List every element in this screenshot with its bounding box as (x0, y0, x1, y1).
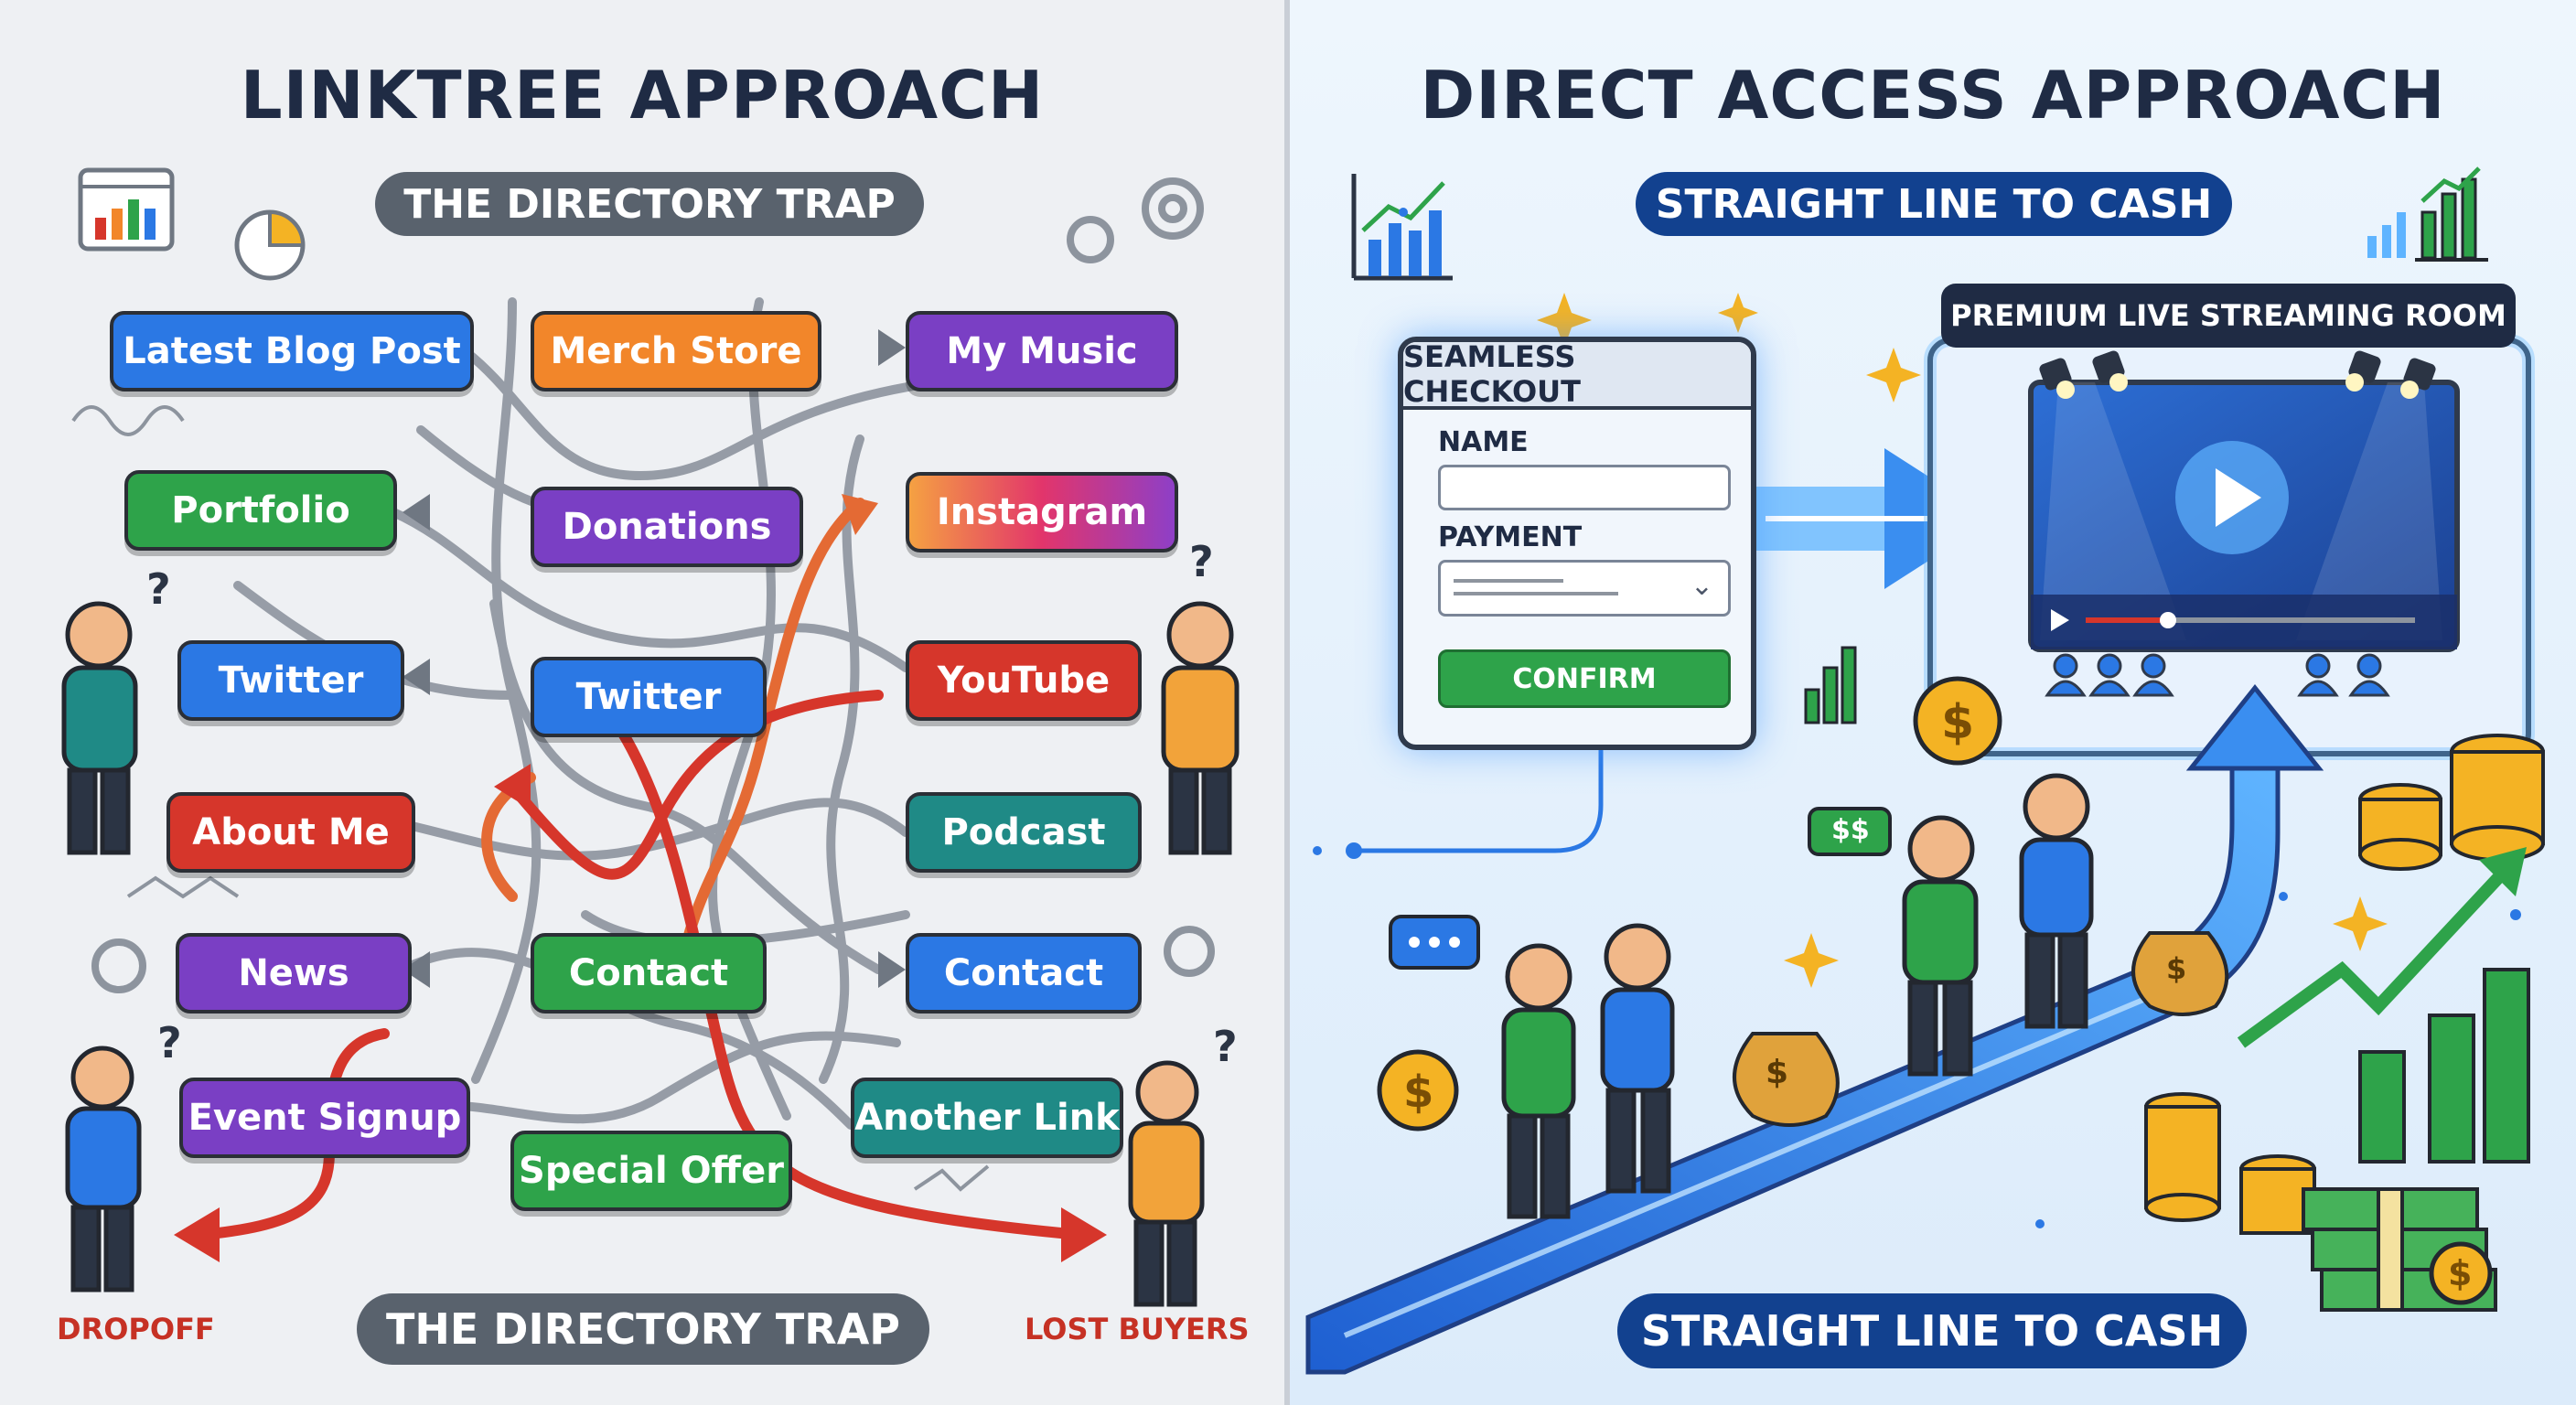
coin-symbol: $ (1941, 695, 1975, 750)
confused-person-figure (61, 601, 138, 855)
right-panel-direct-access: $ $ $ $ $ $$ DIRECT ACCESS APPROACH STRA… (1290, 0, 2576, 1405)
link-event-signup[interactable]: Event Signup (179, 1078, 470, 1158)
link-youtube[interactable]: YouTube (906, 640, 1142, 721)
link-my-music[interactable]: My Music (906, 311, 1178, 391)
money-bag-symbol: $ (1766, 1054, 1789, 1091)
link-about-me[interactable]: About Me (166, 792, 415, 873)
panel-divider (1284, 0, 1290, 1405)
dropoff-label: DROPOFF (57, 1312, 215, 1346)
placeholder-lines (1454, 579, 1563, 583)
link-contact-duplicate[interactable]: Contact (906, 933, 1142, 1014)
name-field[interactable] (1438, 465, 1731, 510)
directory-trap-pill-top: THE DIRECTORY TRAP (375, 172, 924, 236)
chat-bubble-icon (1389, 915, 1480, 970)
direct-path-illustration (1305, 166, 2545, 1375)
straight-line-pill-bottom: STRAIGHT LINE TO CASH (1617, 1293, 2247, 1368)
link-contact[interactable]: Contact (531, 933, 767, 1014)
svg-text:?: ? (146, 564, 171, 614)
confused-person-figure (1128, 1060, 1205, 1307)
svg-text:?: ? (157, 1018, 182, 1067)
growth-bars-icon (2367, 166, 2488, 262)
link-instagram[interactable]: Instagram (906, 472, 1178, 552)
money-bubble-text: $$ (1831, 814, 1870, 846)
link-merch-store[interactable]: Merch Store (531, 311, 821, 391)
left-panel-linktree: ? ? ? ? LINKTREE APPROACH THE DIRECTORY … (0, 0, 1284, 1405)
link-news[interactable]: News (176, 933, 412, 1014)
money-bubble-icon (1808, 807, 1892, 856)
name-label: NAME (1438, 426, 1529, 458)
confused-person-figure (65, 1046, 142, 1292)
lost-buyers-label: LOST BUYERS (1025, 1312, 1250, 1346)
confused-person-figure (1161, 601, 1240, 855)
money-bag-icon (1733, 931, 2229, 1127)
link-podcast[interactable]: Podcast (906, 792, 1142, 873)
payment-select[interactable]: ⌄ (1438, 560, 1731, 617)
link-special-offer[interactable]: Special Offer (510, 1131, 792, 1211)
coin-icon (1377, 676, 2002, 1132)
payment-label: PAYMENT (1438, 521, 1583, 553)
link-twitter-duplicate[interactable]: Twitter (531, 657, 767, 737)
directory-trap-pill-bottom: THE DIRECTORY TRAP (357, 1293, 929, 1365)
right-title: DIRECT ACCESS APPROACH (1420, 57, 2446, 134)
straight-line-path (1305, 683, 2324, 1375)
room-title: PREMIUM LIVE STREAMING ROOM (1941, 284, 2516, 348)
link-twitter[interactable]: Twitter (177, 640, 404, 721)
happy-person-figure (1600, 923, 1675, 1194)
happy-person-figure (1501, 943, 1576, 1219)
svg-text:?: ? (1213, 1022, 1238, 1071)
growth-arrow-icon (2237, 847, 2530, 1164)
svg-text:?: ? (1189, 537, 1214, 586)
link-latest-blog-post[interactable]: Latest Blog Post (110, 311, 474, 391)
straight-line-pill-top: STRAIGHT LINE TO CASH (1636, 172, 2232, 236)
streaming-room (1924, 334, 2535, 760)
checkout-title: SEAMLESS CHECKOUT (1403, 339, 1751, 410)
pie-chart-icon (234, 209, 306, 281)
link-portfolio[interactable]: Portfolio (124, 470, 397, 551)
happy-person-figure (2019, 773, 2094, 1029)
small-bar-chart-icon (1804, 646, 1857, 724)
link-donations[interactable]: Donations (531, 487, 803, 567)
happy-person-figure (1902, 815, 1979, 1077)
coin-stack-icon (2144, 734, 2545, 1235)
seamless-checkout-card: SEAMLESS CHECKOUT NAME PAYMENT ⌄ CONFIRM (1398, 337, 1756, 750)
coin-symbol: $ (2448, 1253, 2473, 1293)
chevron-down-icon: ⌄ (1690, 570, 1713, 602)
coin-symbol: $ (1403, 1067, 1434, 1118)
growth-chart-icon (1351, 174, 1453, 281)
link-another-link[interactable]: Another Link (851, 1078, 1123, 1158)
confirm-button[interactable]: CONFIRM (1438, 649, 1731, 708)
placeholder-lines (1454, 592, 1618, 595)
left-title: LINKTREE APPROACH (240, 57, 1045, 134)
browser-chart-icon (78, 167, 175, 252)
money-bag-symbol: $ (2166, 951, 2187, 986)
gear-icon (91, 177, 1215, 993)
